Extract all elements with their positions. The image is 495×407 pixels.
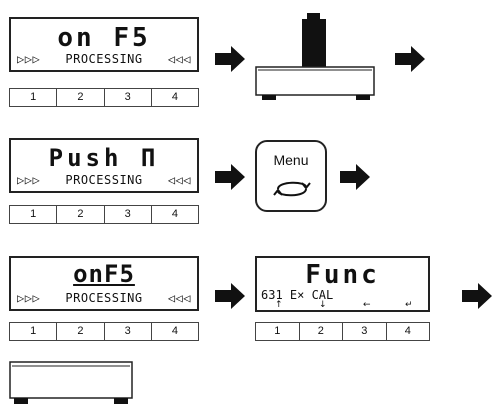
cycle-arrows-icon <box>273 181 311 197</box>
display-sub-text: ▷▷▷ PROCESSING ◁◁◁ <box>17 173 191 187</box>
right-arrow-icon <box>462 283 492 309</box>
keypad-func: 1 2 3 4 <box>255 322 430 341</box>
func-display: Func 631 E× CAL ↑ ↓ ← ↵ <box>255 256 430 312</box>
process-left-indicator: ▷▷▷ <box>17 291 41 305</box>
keypad-row2: 1 2 3 4 <box>9 205 199 224</box>
key-4[interactable]: 4 <box>150 323 198 340</box>
key-2[interactable]: 2 <box>298 323 343 340</box>
process-left-indicator: ▷▷▷ <box>17 52 41 66</box>
keypad-row3: 1 2 3 4 <box>9 322 199 341</box>
func-main-text: Func <box>305 260 380 290</box>
display-main-text: onF5 <box>73 260 135 288</box>
display-sub-text: ▷▷▷ PROCESSING ◁◁◁ <box>17 52 191 66</box>
key-2[interactable]: 2 <box>56 206 103 223</box>
display-row1: on F5 ▷▷▷ PROCESSING ◁◁◁ <box>9 17 199 72</box>
right-arrow-icon <box>215 164 245 190</box>
key-4[interactable]: 4 <box>150 206 198 223</box>
process-right-indicator: ◁◁◁ <box>167 291 191 305</box>
right-arrow-icon <box>215 46 245 72</box>
processing-label: PROCESSING <box>65 173 143 187</box>
scale-with-weight-icon <box>255 13 375 100</box>
enter-icon: ↵ <box>405 300 413 310</box>
process-right-indicator: ◁◁◁ <box>167 173 191 187</box>
process-left-indicator: ▷▷▷ <box>17 173 41 187</box>
display-main-text: Push Π <box>48 144 160 172</box>
key-2[interactable]: 2 <box>56 323 103 340</box>
softkey-ticks: ↑ ↓ ← ↵ <box>261 300 424 310</box>
menu-button[interactable]: Menu <box>255 140 327 212</box>
down-arrow-icon: ↓ <box>319 300 327 310</box>
key-1[interactable]: 1 <box>274 325 281 337</box>
process-right-indicator: ◁◁◁ <box>167 52 191 66</box>
display-row3: onF5 ▷▷▷ PROCESSING ◁◁◁ <box>9 256 199 311</box>
keypad-row1: 1 2 3 4 <box>9 88 199 107</box>
key-3[interactable]: 3 <box>103 206 151 223</box>
right-arrow-icon <box>215 283 245 309</box>
right-arrow-icon <box>395 46 425 72</box>
display-main-text: on F5 <box>57 23 151 53</box>
func-sub-text: 631 E× CAL <box>261 288 334 302</box>
menu-button-label: Menu <box>273 152 309 168</box>
key-3[interactable]: 3 <box>103 89 151 106</box>
key-4[interactable]: 4 <box>385 323 430 340</box>
key-2[interactable]: 2 <box>56 89 103 106</box>
left-arrow-icon: ← <box>363 300 371 310</box>
up-arrow-icon: ↑ <box>275 300 283 310</box>
key-1[interactable]: 1 <box>30 91 37 103</box>
empty-scale-icon <box>9 361 133 404</box>
key-3[interactable]: 3 <box>342 323 386 340</box>
display-sub-text: ▷▷▷ PROCESSING ◁◁◁ <box>17 291 191 305</box>
display-row2: Push Π ▷▷▷ PROCESSING ◁◁◁ <box>9 138 199 193</box>
right-arrow-icon <box>340 164 370 190</box>
processing-label: PROCESSING <box>65 52 143 66</box>
processing-label: PROCESSING <box>65 291 143 305</box>
key-1[interactable]: 1 <box>30 325 37 337</box>
key-1[interactable]: 1 <box>30 208 37 220</box>
key-4[interactable]: 4 <box>150 89 198 106</box>
key-3[interactable]: 3 <box>103 323 151 340</box>
